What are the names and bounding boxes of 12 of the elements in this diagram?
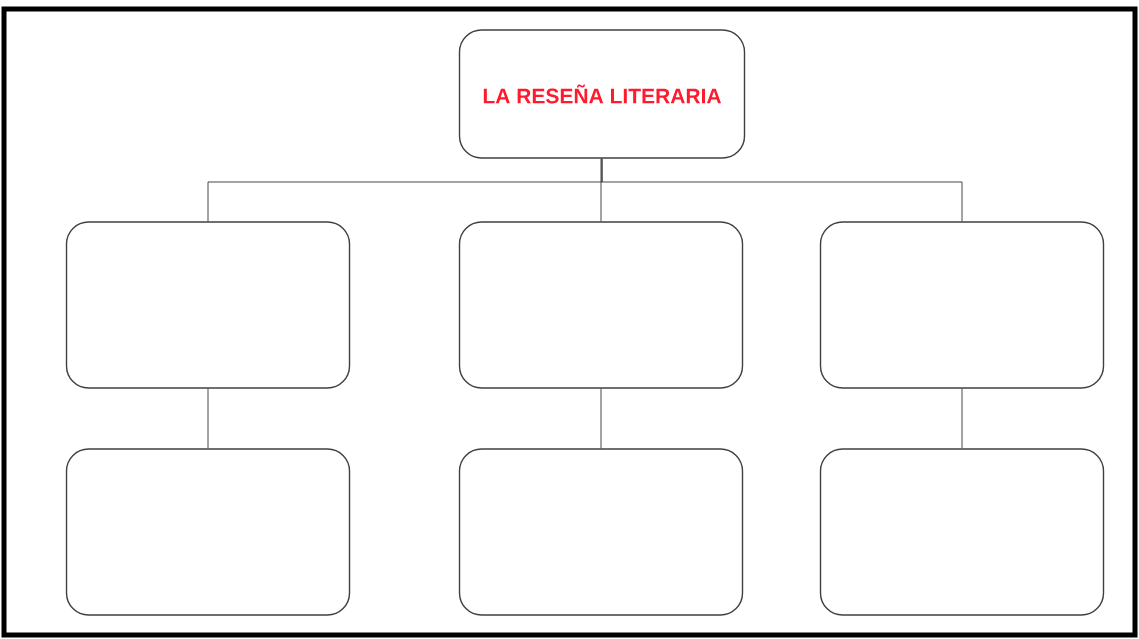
connector-line [601,158,963,222]
empty-box [65,221,351,389]
empty-box [458,448,744,616]
connector-line [600,158,602,222]
connector-line [961,388,963,449]
empty-box [458,221,744,389]
empty-box [819,221,1105,389]
empty-box [65,448,351,616]
title-box: LA RESEÑA LITERARIA [458,29,746,159]
empty-box [819,448,1105,616]
connector-line [600,388,602,449]
connector-line [207,388,209,449]
